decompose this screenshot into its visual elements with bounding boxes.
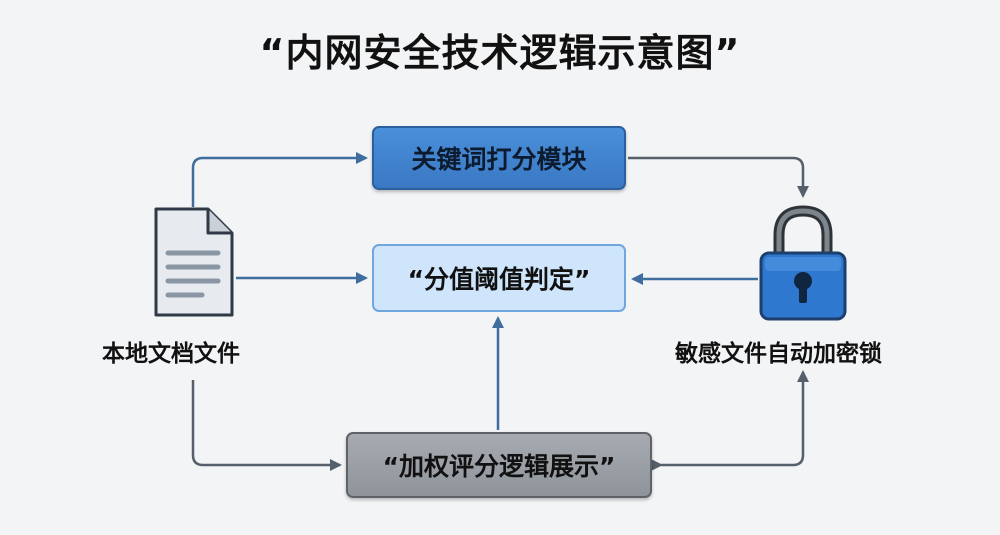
keyword-scoring-module: 关键词打分模块 — [372, 126, 626, 190]
padlock-icon — [759, 205, 847, 321]
diagram-title: “内网安全技术逻辑示意图” — [259, 31, 741, 75]
arrow-doc-to-keyword — [191, 152, 368, 207]
weighted-scoring-display: “加权评分逻辑展示” — [346, 432, 652, 498]
local-document-label: 本地文档文件 — [102, 341, 240, 367]
arrow-weighted-lock-bidirectional — [651, 370, 809, 471]
document-icon — [154, 207, 234, 317]
keyword-scoring-module-label: 关键词打分模块 — [411, 145, 587, 174]
score-threshold-decision-label: “分值阈值判定” — [407, 265, 591, 294]
score-threshold-decision: “分值阈值判定” — [372, 244, 626, 312]
arrow-doc-to-weighted — [191, 380, 342, 471]
auto-encrypt-lock-label: 敏感文件自动加密锁 — [675, 341, 882, 367]
weighted-scoring-display-label: “加权评分逻辑展示” — [382, 452, 616, 481]
arrow-keyword-to-lock — [628, 156, 809, 198]
